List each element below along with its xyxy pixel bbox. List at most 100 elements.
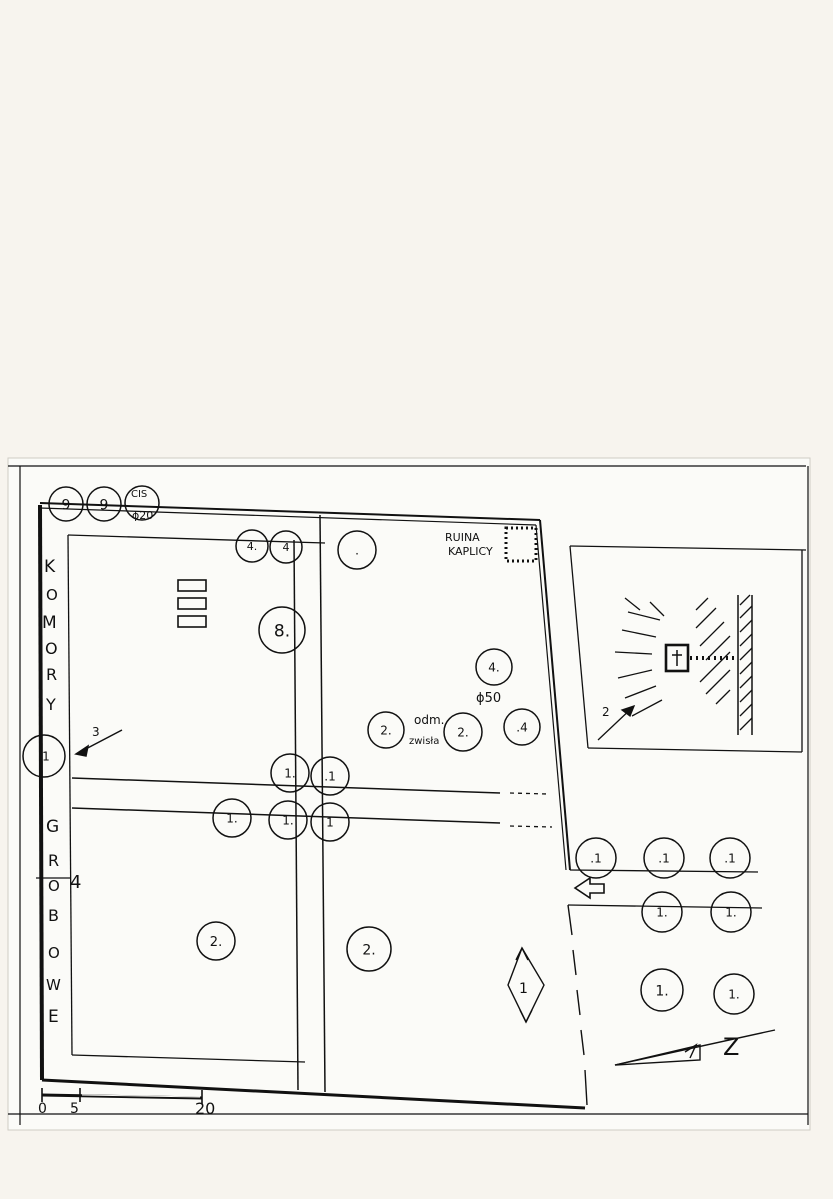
tree-label: . xyxy=(355,544,359,558)
tree-label: 1 xyxy=(326,816,334,830)
tree-circle xyxy=(268,800,308,840)
tree-circle xyxy=(709,837,751,879)
tree-circle xyxy=(475,648,513,686)
tree-circle xyxy=(713,973,755,1015)
tree-circle xyxy=(640,968,684,1012)
tree-label: 4. xyxy=(488,661,499,675)
side-letter: R xyxy=(48,851,59,870)
tree-circle xyxy=(270,753,310,793)
tree-circle xyxy=(641,891,683,933)
tree-marker: 1. xyxy=(212,798,252,838)
tree-marker: . xyxy=(337,530,377,570)
tree-marker: 4. xyxy=(235,529,269,563)
tree-marker: 4 xyxy=(269,530,303,564)
viewpoint-arrow-3 xyxy=(74,729,123,757)
tree-marker: 2. xyxy=(443,712,483,752)
tree-circle xyxy=(310,756,350,796)
tree-label: 8. xyxy=(274,621,290,641)
tree-label: 1. xyxy=(725,906,736,920)
scale-label-0: 0 xyxy=(38,1101,47,1117)
tree-label: 4. xyxy=(247,540,258,553)
tree-circle xyxy=(86,486,122,522)
tree-marker: .1 xyxy=(643,837,685,879)
drawing-sheet xyxy=(7,457,811,1131)
tree-circle xyxy=(258,606,306,654)
tree-label: .1 xyxy=(724,852,735,866)
tree-label: 9 xyxy=(100,497,109,513)
tree-circle xyxy=(48,486,84,522)
tree-label: 4 xyxy=(283,541,290,554)
inner-quarters xyxy=(67,514,553,1093)
right-area-lines xyxy=(567,869,763,909)
tree-circle xyxy=(269,530,303,564)
tree-marker: 2. xyxy=(346,926,392,972)
tree-marker: 2. xyxy=(367,711,405,749)
tree-label: 9 xyxy=(62,497,71,513)
inset-detail xyxy=(597,594,753,741)
tree-label: 1. xyxy=(656,906,667,920)
arrow-3-label: 3 xyxy=(92,725,100,739)
scale-bar xyxy=(41,1088,203,1104)
side-mark-4: 4 xyxy=(70,872,81,893)
ruin-label-line1: RUINA xyxy=(445,531,480,544)
tree-circle xyxy=(346,926,392,972)
tree-label: .1 xyxy=(38,750,49,764)
tree-marker: 8. xyxy=(258,606,306,654)
tree-marker: 4. xyxy=(475,648,513,686)
inset-frame xyxy=(569,545,807,753)
tree-marker: 1. xyxy=(713,973,755,1015)
tree-circle xyxy=(212,798,252,838)
tree-marker: .1 xyxy=(22,734,66,778)
tree-label: .1 xyxy=(324,770,335,784)
tree-circle xyxy=(310,802,350,842)
tree-marker xyxy=(124,485,160,521)
tree-marker: .4 xyxy=(503,708,541,746)
side-letter: E xyxy=(48,1007,59,1027)
side-letter: G xyxy=(46,817,59,837)
side-letter: O xyxy=(46,586,58,604)
tree-circle xyxy=(367,711,405,749)
tree-marker: .1 xyxy=(575,837,617,879)
side-letter: K xyxy=(44,557,56,577)
arrow-1-label: 1 xyxy=(519,981,528,997)
north-arrow xyxy=(614,1029,776,1066)
tree-marker: 1. xyxy=(640,968,684,1012)
tree-circle xyxy=(22,734,66,778)
tree-circle xyxy=(124,485,160,521)
viewpoint-arrow-1 xyxy=(507,946,545,1024)
side-letter: Y xyxy=(45,695,56,714)
tree-label: .1 xyxy=(590,852,601,866)
tree-label: 2. xyxy=(380,724,391,738)
tree-marker: .1 xyxy=(709,837,751,879)
tree-label: 2. xyxy=(362,942,375,958)
cis-label-line1: CIS xyxy=(131,489,147,500)
tree-marker: 1 xyxy=(310,802,350,842)
sheet-frame xyxy=(8,465,809,1125)
tree-circle xyxy=(235,529,269,563)
tree-marker: 1. xyxy=(270,753,310,793)
tree-label: .4 xyxy=(516,721,527,735)
tree-label: 1. xyxy=(282,814,293,828)
trees-layer: 9 9 4. 4. 8. 4. 2. 2. .4 .1 1. .1 1. 1. 1 2. 2. .1 .1 .1 1. 1… xyxy=(22,485,755,1015)
chapel-ruin-symbol xyxy=(504,526,538,563)
tree-marker: 9 xyxy=(86,486,122,522)
tree-label: 2. xyxy=(210,935,222,950)
cis-label-line2: ɸ20 xyxy=(132,509,153,522)
north-letter: Z xyxy=(723,1033,739,1061)
tree-circle xyxy=(503,708,541,746)
side-letter: B xyxy=(48,906,59,925)
tree-circle xyxy=(443,712,483,752)
side-letter: O xyxy=(45,639,58,658)
tree-label: 2. xyxy=(457,726,468,740)
tree-marker: 1. xyxy=(710,891,752,933)
side-letter: W xyxy=(46,976,61,994)
tree-circle xyxy=(196,921,236,961)
side-letter: O xyxy=(48,944,60,962)
side-letter: O xyxy=(48,877,60,895)
tree-circle xyxy=(643,837,685,879)
grave-rectangles xyxy=(177,579,207,628)
scale-label-5: 5 xyxy=(70,1101,79,1117)
tree-marker: 1. xyxy=(641,891,683,933)
tree-marker: 9 xyxy=(48,486,84,522)
komory-vertical-label: K O M O R Y xyxy=(42,557,58,714)
